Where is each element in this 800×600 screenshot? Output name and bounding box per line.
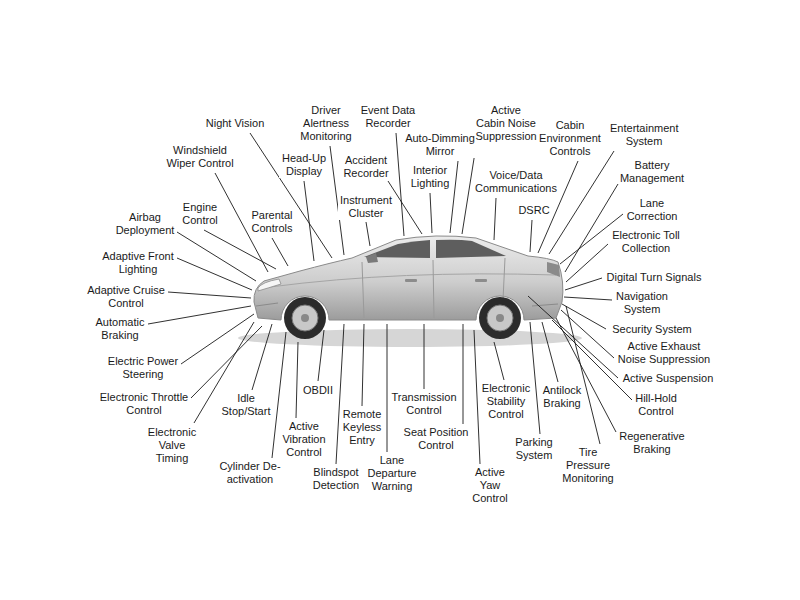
feature-label: Cabin Environment Controls xyxy=(538,119,602,158)
feature-label: Windshield Wiper Control xyxy=(164,144,236,170)
leader-line xyxy=(542,322,558,382)
feature-label: Navigation System xyxy=(614,290,670,316)
feature-label: Entertainment System xyxy=(610,122,678,148)
feature-label: Night Vision xyxy=(206,117,265,130)
leader-line xyxy=(424,324,425,389)
leader-line xyxy=(191,326,262,398)
feature-label: Tire Pressure Monitoring xyxy=(560,446,616,485)
door-handle xyxy=(405,279,417,282)
shoulder-line xyxy=(270,274,556,287)
feature-label: Electronic Valve Timing xyxy=(146,426,198,465)
front-hub xyxy=(301,314,309,322)
feature-label: Engine Control xyxy=(180,201,220,227)
rear-rim xyxy=(487,305,513,331)
feature-label: Active Yaw Control xyxy=(470,466,510,505)
leader-line xyxy=(566,306,600,444)
leader-line xyxy=(494,198,496,240)
feature-label: Security System xyxy=(612,323,691,336)
feature-label: Parental Controls xyxy=(249,209,295,235)
feature-label: Electronic Stability Control xyxy=(480,382,532,421)
headlight xyxy=(258,279,281,291)
rear-hub xyxy=(496,314,504,322)
leader-line xyxy=(549,151,614,254)
leader-line xyxy=(181,314,254,364)
feature-label: Electronic Toll Collection xyxy=(610,229,682,255)
front-rim xyxy=(292,305,318,331)
bumper-line xyxy=(532,304,558,306)
feature-label: Remote Keyless Entry xyxy=(340,408,384,447)
feature-label: Adaptive Cruise Control xyxy=(86,284,166,310)
leader-line xyxy=(250,133,332,258)
feature-label: Electric Power Steering xyxy=(105,355,181,381)
feature-label: Idle Stop/Start xyxy=(220,392,272,418)
feature-label: Active Cabin Noise Suppression xyxy=(476,104,537,143)
leader-line xyxy=(566,244,608,282)
rear-window xyxy=(436,240,506,258)
leader-line xyxy=(564,297,612,300)
leader-line xyxy=(463,324,464,424)
taillight xyxy=(547,262,560,277)
door-line xyxy=(362,262,364,318)
leader-line xyxy=(296,342,298,418)
door-line xyxy=(433,260,434,318)
feature-label: Adaptive Front Lighting xyxy=(101,250,175,276)
feature-label: Cylinder De-activation xyxy=(216,460,284,486)
leader-line xyxy=(565,278,602,290)
rear-tire xyxy=(479,297,521,339)
leader-line xyxy=(494,342,504,380)
feature-label: Active Exhaust Noise Suppression xyxy=(616,340,712,366)
feature-label: Automatic Braking xyxy=(94,316,146,342)
feature-label: Parking System xyxy=(513,436,555,462)
leader-line xyxy=(272,238,288,266)
front-tire xyxy=(284,297,326,339)
feature-label: Auto-Dimming Mirror xyxy=(403,132,477,158)
leader-line xyxy=(528,296,618,378)
side-mirror xyxy=(366,253,378,263)
feature-label: Interior Lighting xyxy=(408,164,452,190)
leader-line xyxy=(362,324,364,406)
feature-label: Active Suspension xyxy=(623,372,714,385)
feature-label: Electronic Throttle Control xyxy=(98,391,190,417)
leader-line xyxy=(556,318,616,432)
leader-line xyxy=(366,222,370,246)
feature-label: Head-Up Display xyxy=(279,152,329,178)
leader-line xyxy=(177,232,256,281)
feature-label: Instrument Cluster xyxy=(338,194,394,220)
feature-label: Antilock Braking xyxy=(540,384,584,410)
leader-line xyxy=(318,330,324,381)
leader-line xyxy=(252,324,272,390)
feature-label: Hill-Hold Control xyxy=(633,392,679,418)
feature-label: Regenerative Braking xyxy=(618,430,686,456)
door-line xyxy=(503,258,505,300)
leader-line xyxy=(430,193,432,233)
feature-label: Lane Correction xyxy=(625,197,679,223)
feature-label: Driver Alertness Monitoring xyxy=(298,104,354,143)
leader-line xyxy=(530,220,532,252)
feature-label: Accident Recorder xyxy=(341,154,391,180)
feature-label: Seat Position Control xyxy=(402,426,470,452)
feature-label: Digital Turn Signals xyxy=(607,271,702,284)
bumper-line xyxy=(256,303,278,306)
feature-label: Airbag Deployment xyxy=(114,211,176,237)
feature-label: Battery Management xyxy=(619,159,685,185)
leader-line xyxy=(204,230,276,269)
leader-line xyxy=(177,258,252,290)
feature-label: DSRC xyxy=(518,204,549,217)
leader-line xyxy=(387,324,388,452)
feature-label: Blindspot Detection xyxy=(311,466,361,492)
leader-line xyxy=(168,292,251,298)
feature-label: Transmission Control xyxy=(390,391,458,417)
feature-label: OBDII xyxy=(303,384,333,397)
leader-line xyxy=(304,181,314,261)
feature-label: Active Vibration Control xyxy=(280,420,328,459)
feature-label: Lane Departure Warning xyxy=(366,454,418,493)
door-handle xyxy=(475,279,487,282)
feature-label: Event Data Recorder xyxy=(359,104,417,130)
feature-label: Voice/Data Communications xyxy=(474,169,558,195)
